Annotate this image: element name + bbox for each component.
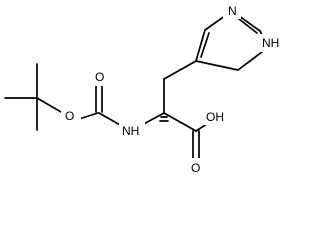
bond-tbu-to-ester-o bbox=[36, 97, 62, 113]
acid-carbonyl-o-label: O bbox=[191, 161, 200, 175]
ring-bond-n-c2-b bbox=[238, 18, 258, 34]
tert-butyl-group bbox=[4, 63, 62, 131]
bond-alpha-c-to-acid-c bbox=[163, 112, 197, 132]
carbamate-group bbox=[78, 81, 123, 127]
imidazole-nh-label: NH bbox=[262, 36, 279, 50]
carbamate-o-label: O bbox=[95, 70, 104, 84]
ring-bond-nh-c4a bbox=[237, 51, 263, 71]
ring-bond-c4-c5 bbox=[195, 29, 206, 62]
ester-o-label: O bbox=[65, 109, 74, 123]
acid-oh-label: OH bbox=[206, 110, 224, 124]
amino-acid-backbone bbox=[139, 60, 211, 161]
bond-ester-o-to-carbonyl-c bbox=[78, 112, 99, 120]
bond-beta-c-to-ring bbox=[163, 60, 197, 80]
imidazole-ring bbox=[195, 12, 263, 71]
ring-bond-c4a-c4 bbox=[195, 60, 239, 71]
imidazole-n-label: N bbox=[228, 4, 237, 18]
ring-bond-c4-c5-inner bbox=[200, 32, 210, 58]
bond-carbonyl-c-to-nh bbox=[98, 112, 123, 127]
boc-his-structure-diagram: N NH OH O O O NH bbox=[4, 3, 286, 176]
amide-nh-label: NH bbox=[122, 124, 139, 138]
atom-labels: N NH OH O O O NH bbox=[61, 3, 286, 176]
